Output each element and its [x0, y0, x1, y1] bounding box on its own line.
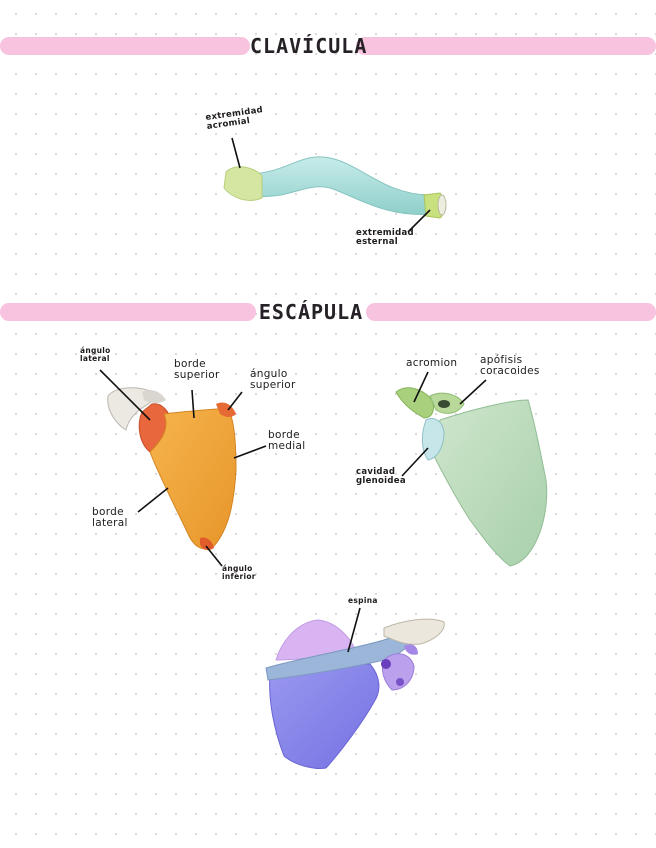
spine-of-scapula: [265, 627, 421, 681]
clavicula-band-left: [0, 37, 250, 55]
label-extremidad-esternal: extremidad esternal: [356, 228, 414, 247]
acromion-anterior: [107, 387, 164, 431]
clavicle-acromial-end: [223, 166, 263, 201]
escapula-band-right: [366, 303, 656, 321]
coracoid-green: [429, 392, 465, 414]
clavicle-bone: [223, 156, 447, 219]
label-espina: espina: [348, 596, 378, 605]
coracoid-anterior: [142, 390, 166, 403]
label-borde-superior: borde superior: [174, 358, 220, 382]
clavicula-heading: CLAVÍCULA: [250, 34, 368, 58]
supraspinous-fossa: [275, 619, 357, 661]
label-cavidad-glenoidea: cavidad glenoidea: [356, 467, 406, 486]
label-acromion: acromion: [406, 357, 458, 369]
scapula-green-body: [431, 399, 548, 567]
scapula-posterior: [265, 618, 445, 769]
glenoid-lateral-angle: [138, 403, 173, 453]
acromion-green: [395, 387, 435, 419]
label-apofisis-coracoides: apófisis coracoides: [480, 354, 540, 378]
escapula-band-left: [0, 303, 256, 321]
scapula-orange-body: [149, 407, 237, 550]
escapula-heading: ESCÁPULA: [258, 300, 364, 324]
acromion-posterior: [383, 618, 445, 645]
inferior-angle-red: [200, 537, 214, 551]
label-angulo-inferior: ángulo inferior: [222, 564, 256, 581]
label-angulo-superior: ángulo superior: [250, 368, 296, 392]
glenoid-cavity: [421, 418, 445, 461]
superior-angle-red: [216, 402, 236, 417]
clavicula-band-right: [356, 37, 656, 55]
label-borde-lateral: borde lateral: [92, 506, 128, 530]
clavicle-sternal-end: [423, 192, 446, 219]
infraspinous-fossa: [269, 663, 380, 769]
scapula-lateral: [395, 387, 548, 567]
clavicle-body: [249, 156, 433, 215]
label-borde-medial: borde medial: [268, 429, 306, 453]
label-extremidad-acromial: extremidad acromial: [204, 105, 264, 132]
glenoid-posterior: [381, 653, 415, 691]
label-angulo-lateral: ángulo lateral: [80, 346, 111, 363]
